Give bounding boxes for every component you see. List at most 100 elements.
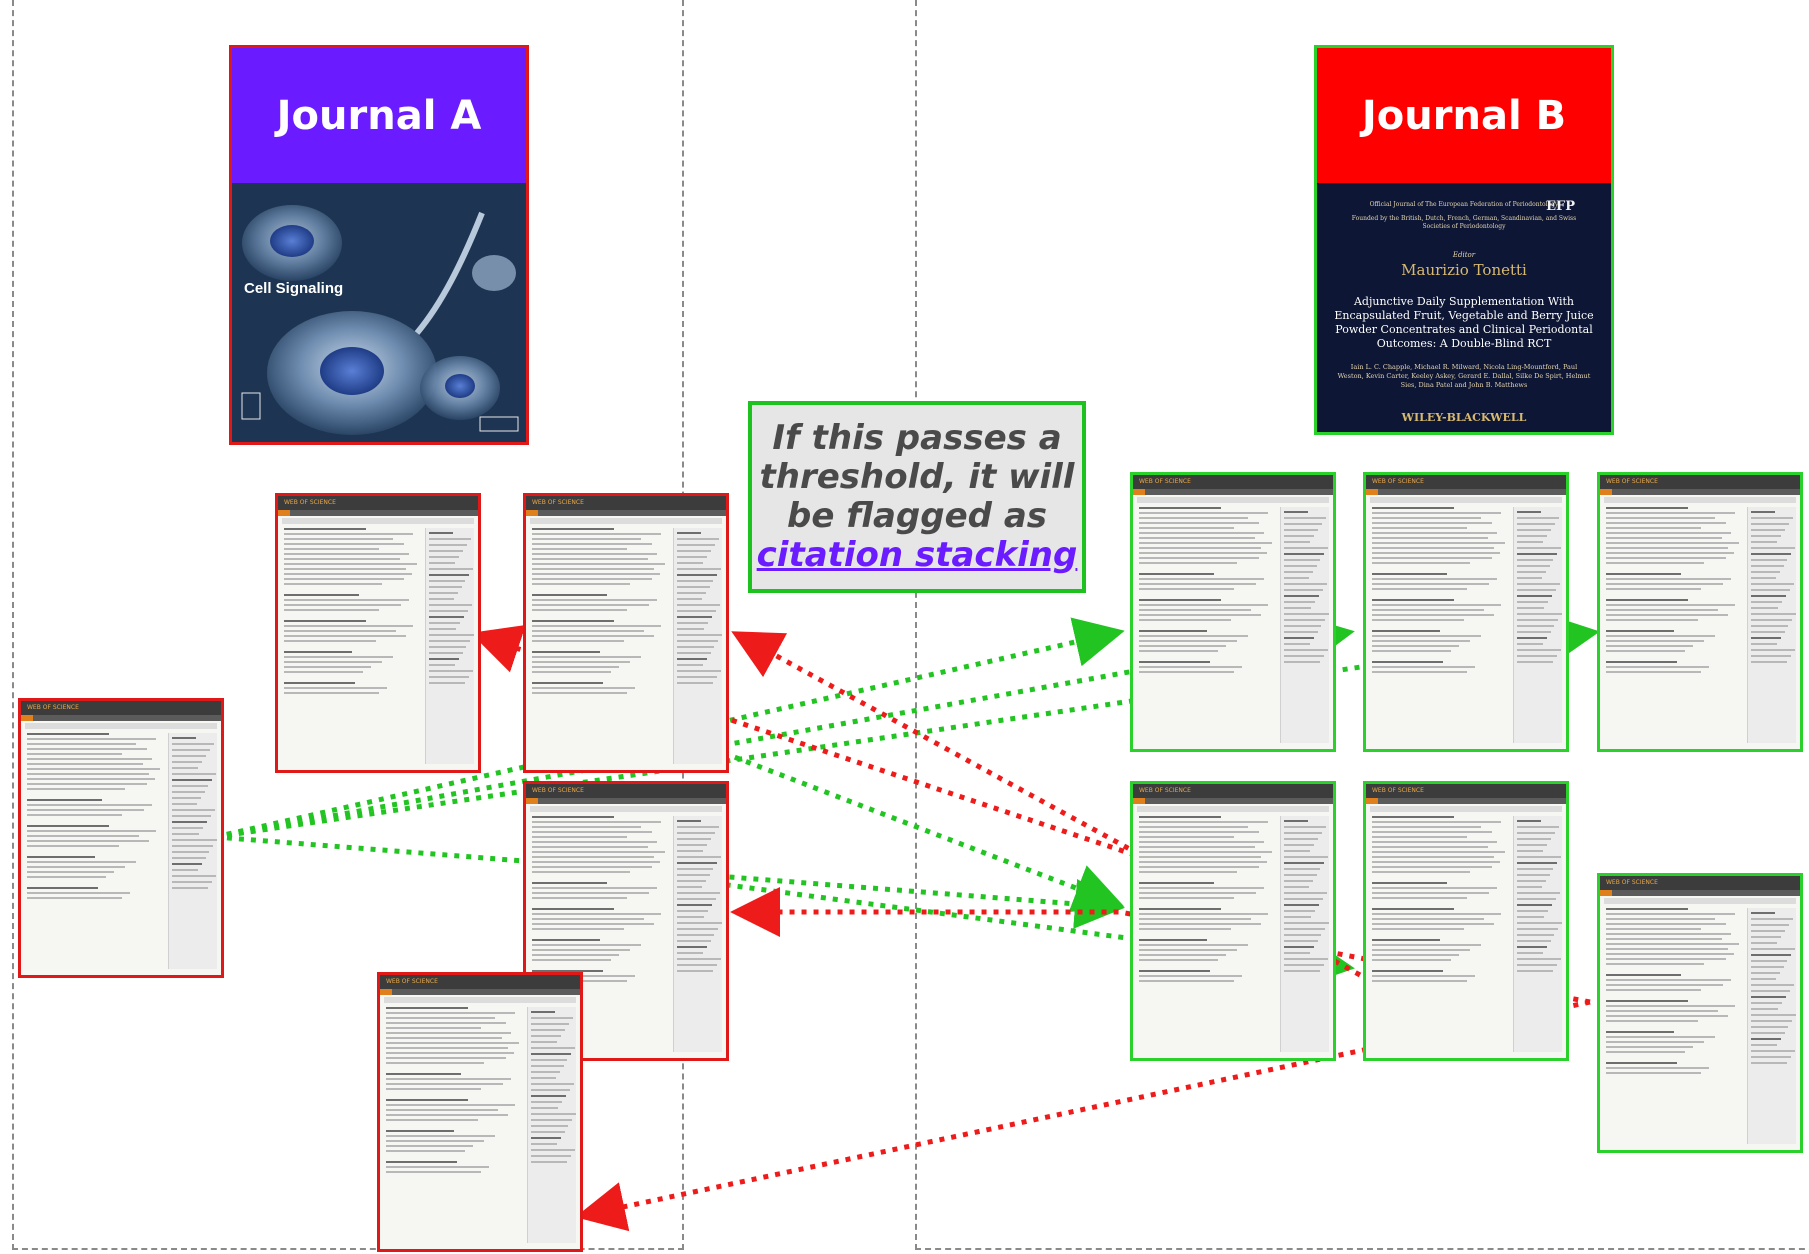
page-search-bar <box>1137 497 1329 503</box>
page-brand: WEB OF SCIENCE <box>284 499 336 506</box>
page-sidebar <box>168 733 218 969</box>
page-sidebar <box>1747 507 1797 743</box>
page-toolbar <box>278 510 478 516</box>
journal-b-cover-authors: Iain L. C. Chapple, Michael R. Milward, … <box>1337 363 1591 389</box>
page-main-text <box>1139 507 1275 743</box>
page-header: WEB OF SCIENCE <box>1366 475 1566 489</box>
journal-b-cover: Journal B Official Journal of The Europe… <box>1314 45 1614 435</box>
green-arrow-1 <box>214 617 1125 840</box>
page-sidebar <box>673 816 723 1052</box>
page-sidebar <box>425 528 475 764</box>
page-main-text <box>1372 816 1508 1052</box>
page-brand: WEB OF SCIENCE <box>386 978 438 985</box>
page-brand: WEB OF SCIENCE <box>27 704 79 711</box>
record-page-right-2: WEB OF SCIENCE <box>1363 472 1569 752</box>
page-toolbar <box>1600 489 1800 495</box>
page-search-bar <box>1604 898 1796 904</box>
page-search-bar <box>1370 497 1562 503</box>
record-page-left-1: WEB OF SCIENCE <box>18 698 224 978</box>
journal-b-cover-founded: Founded by the British, Dutch, French, G… <box>1351 215 1577 230</box>
page-brand: WEB OF SCIENCE <box>532 787 584 794</box>
page-toolbar <box>1600 890 1800 896</box>
green-arrow-5 <box>689 877 1355 987</box>
page-toolbar <box>1366 798 1566 804</box>
citation-stacking-callout: If this passes a threshold, it will be f… <box>748 401 1086 593</box>
page-header: WEB OF SCIENCE <box>1133 784 1333 798</box>
page-toolbar <box>21 715 221 721</box>
journal-a-cover: Journal A Cell Signaling <box>229 45 529 445</box>
citation-stacking-label: citation stacking <box>756 535 1078 575</box>
page-main-text <box>1139 816 1275 1052</box>
page-main-text <box>1372 507 1508 743</box>
green-arrow-6 <box>689 737 1125 913</box>
record-page-right-3: WEB OF SCIENCE <box>1597 472 1803 752</box>
page-header: WEB OF SCIENCE <box>1600 876 1800 890</box>
page-search-bar <box>530 518 722 524</box>
efp-logo: EFP <box>1546 199 1575 214</box>
page-search-bar <box>1370 806 1562 812</box>
page-sidebar <box>1513 507 1563 743</box>
record-page-left-5: WEB OF SCIENCE <box>377 972 583 1252</box>
record-page-left-4: WEB OF SCIENCE <box>523 781 729 1061</box>
page-search-bar <box>384 997 576 1003</box>
page-header: WEB OF SCIENCE <box>1366 784 1566 798</box>
page-brand: WEB OF SCIENCE <box>1139 478 1191 485</box>
page-header: WEB OF SCIENCE <box>278 496 478 510</box>
page-search-bar <box>25 723 217 729</box>
page-toolbar <box>380 989 580 995</box>
journal-b-cover-editor: Maurizio Tonetti <box>1401 261 1527 279</box>
record-page-right-4: WEB OF SCIENCE <box>1130 781 1336 1061</box>
journal-b-label: Journal B <box>1361 92 1567 139</box>
page-header: WEB OF SCIENCE <box>21 701 221 715</box>
page-sidebar <box>1280 816 1330 1052</box>
page-search-bar <box>1137 806 1329 812</box>
page-sidebar <box>1280 507 1330 743</box>
callout-line-2: threshold, it will <box>759 457 1075 497</box>
page-sidebar <box>1513 816 1563 1052</box>
page-toolbar <box>1366 489 1566 495</box>
record-page-left-2: WEB OF SCIENCE <box>275 493 481 773</box>
callout-line-3: be flagged as <box>786 496 1048 536</box>
cell-illustration: Cell Signaling <box>232 183 526 442</box>
page-main-text <box>1606 908 1742 1144</box>
page-toolbar <box>1133 798 1333 804</box>
journal-b-cover-editor-label: Editor <box>1452 251 1476 259</box>
page-brand: WEB OF SCIENCE <box>1139 787 1191 794</box>
page-search-bar <box>1604 497 1796 503</box>
journal-a-cover-title: Cell Signaling <box>244 280 343 297</box>
red-arrow-2 <box>731 631 1362 978</box>
page-header: WEB OF SCIENCE <box>1600 475 1800 489</box>
page-sidebar <box>1747 908 1797 1144</box>
page-main-text <box>284 528 420 764</box>
journal-b-band: Journal B <box>1317 48 1611 183</box>
journal-a-label: Journal A <box>276 92 482 139</box>
page-toolbar <box>526 798 726 804</box>
record-page-right-1: WEB OF SCIENCE <box>1130 472 1336 752</box>
page-search-bar <box>282 518 474 524</box>
page-brand: WEB OF SCIENCE <box>532 499 584 506</box>
page-main-text <box>1606 507 1742 743</box>
journal-b-cover-article-title: Adjunctive Daily Supplementation With En… <box>1334 295 1594 350</box>
page-main-text <box>27 733 163 969</box>
page-brand: WEB OF SCIENCE <box>1606 879 1658 886</box>
journal-b-cover-publisher: WILEY-BLACKWELL <box>1401 411 1527 424</box>
page-search-bar <box>530 806 722 812</box>
page-toolbar <box>526 510 726 516</box>
page-header: WEB OF SCIENCE <box>1133 475 1333 489</box>
page-main-text <box>386 1007 522 1243</box>
right-region <box>915 0 1809 1250</box>
green-arrow-3 <box>214 614 1600 840</box>
record-page-right-6: WEB OF SCIENCE <box>1597 873 1803 1153</box>
page-brand: WEB OF SCIENCE <box>1606 478 1658 485</box>
journal-b-cover-body: Official Journal of The European Federat… <box>1331 195 1597 432</box>
callout-line-1: If this passes a <box>772 418 1062 458</box>
page-header: WEB OF SCIENCE <box>526 496 726 510</box>
page-brand: WEB OF SCIENCE <box>1372 787 1424 794</box>
record-page-right-5: WEB OF SCIENCE <box>1363 781 1569 1061</box>
journal-b-cover-small-text: Official Journal of The European Federat… <box>1369 201 1559 208</box>
record-page-left-3: WEB OF SCIENCE <box>523 493 729 773</box>
page-brand: WEB OF SCIENCE <box>1372 478 1424 485</box>
page-sidebar <box>673 528 723 764</box>
page-header: WEB OF SCIENCE <box>526 784 726 798</box>
page-main-text <box>532 528 668 764</box>
